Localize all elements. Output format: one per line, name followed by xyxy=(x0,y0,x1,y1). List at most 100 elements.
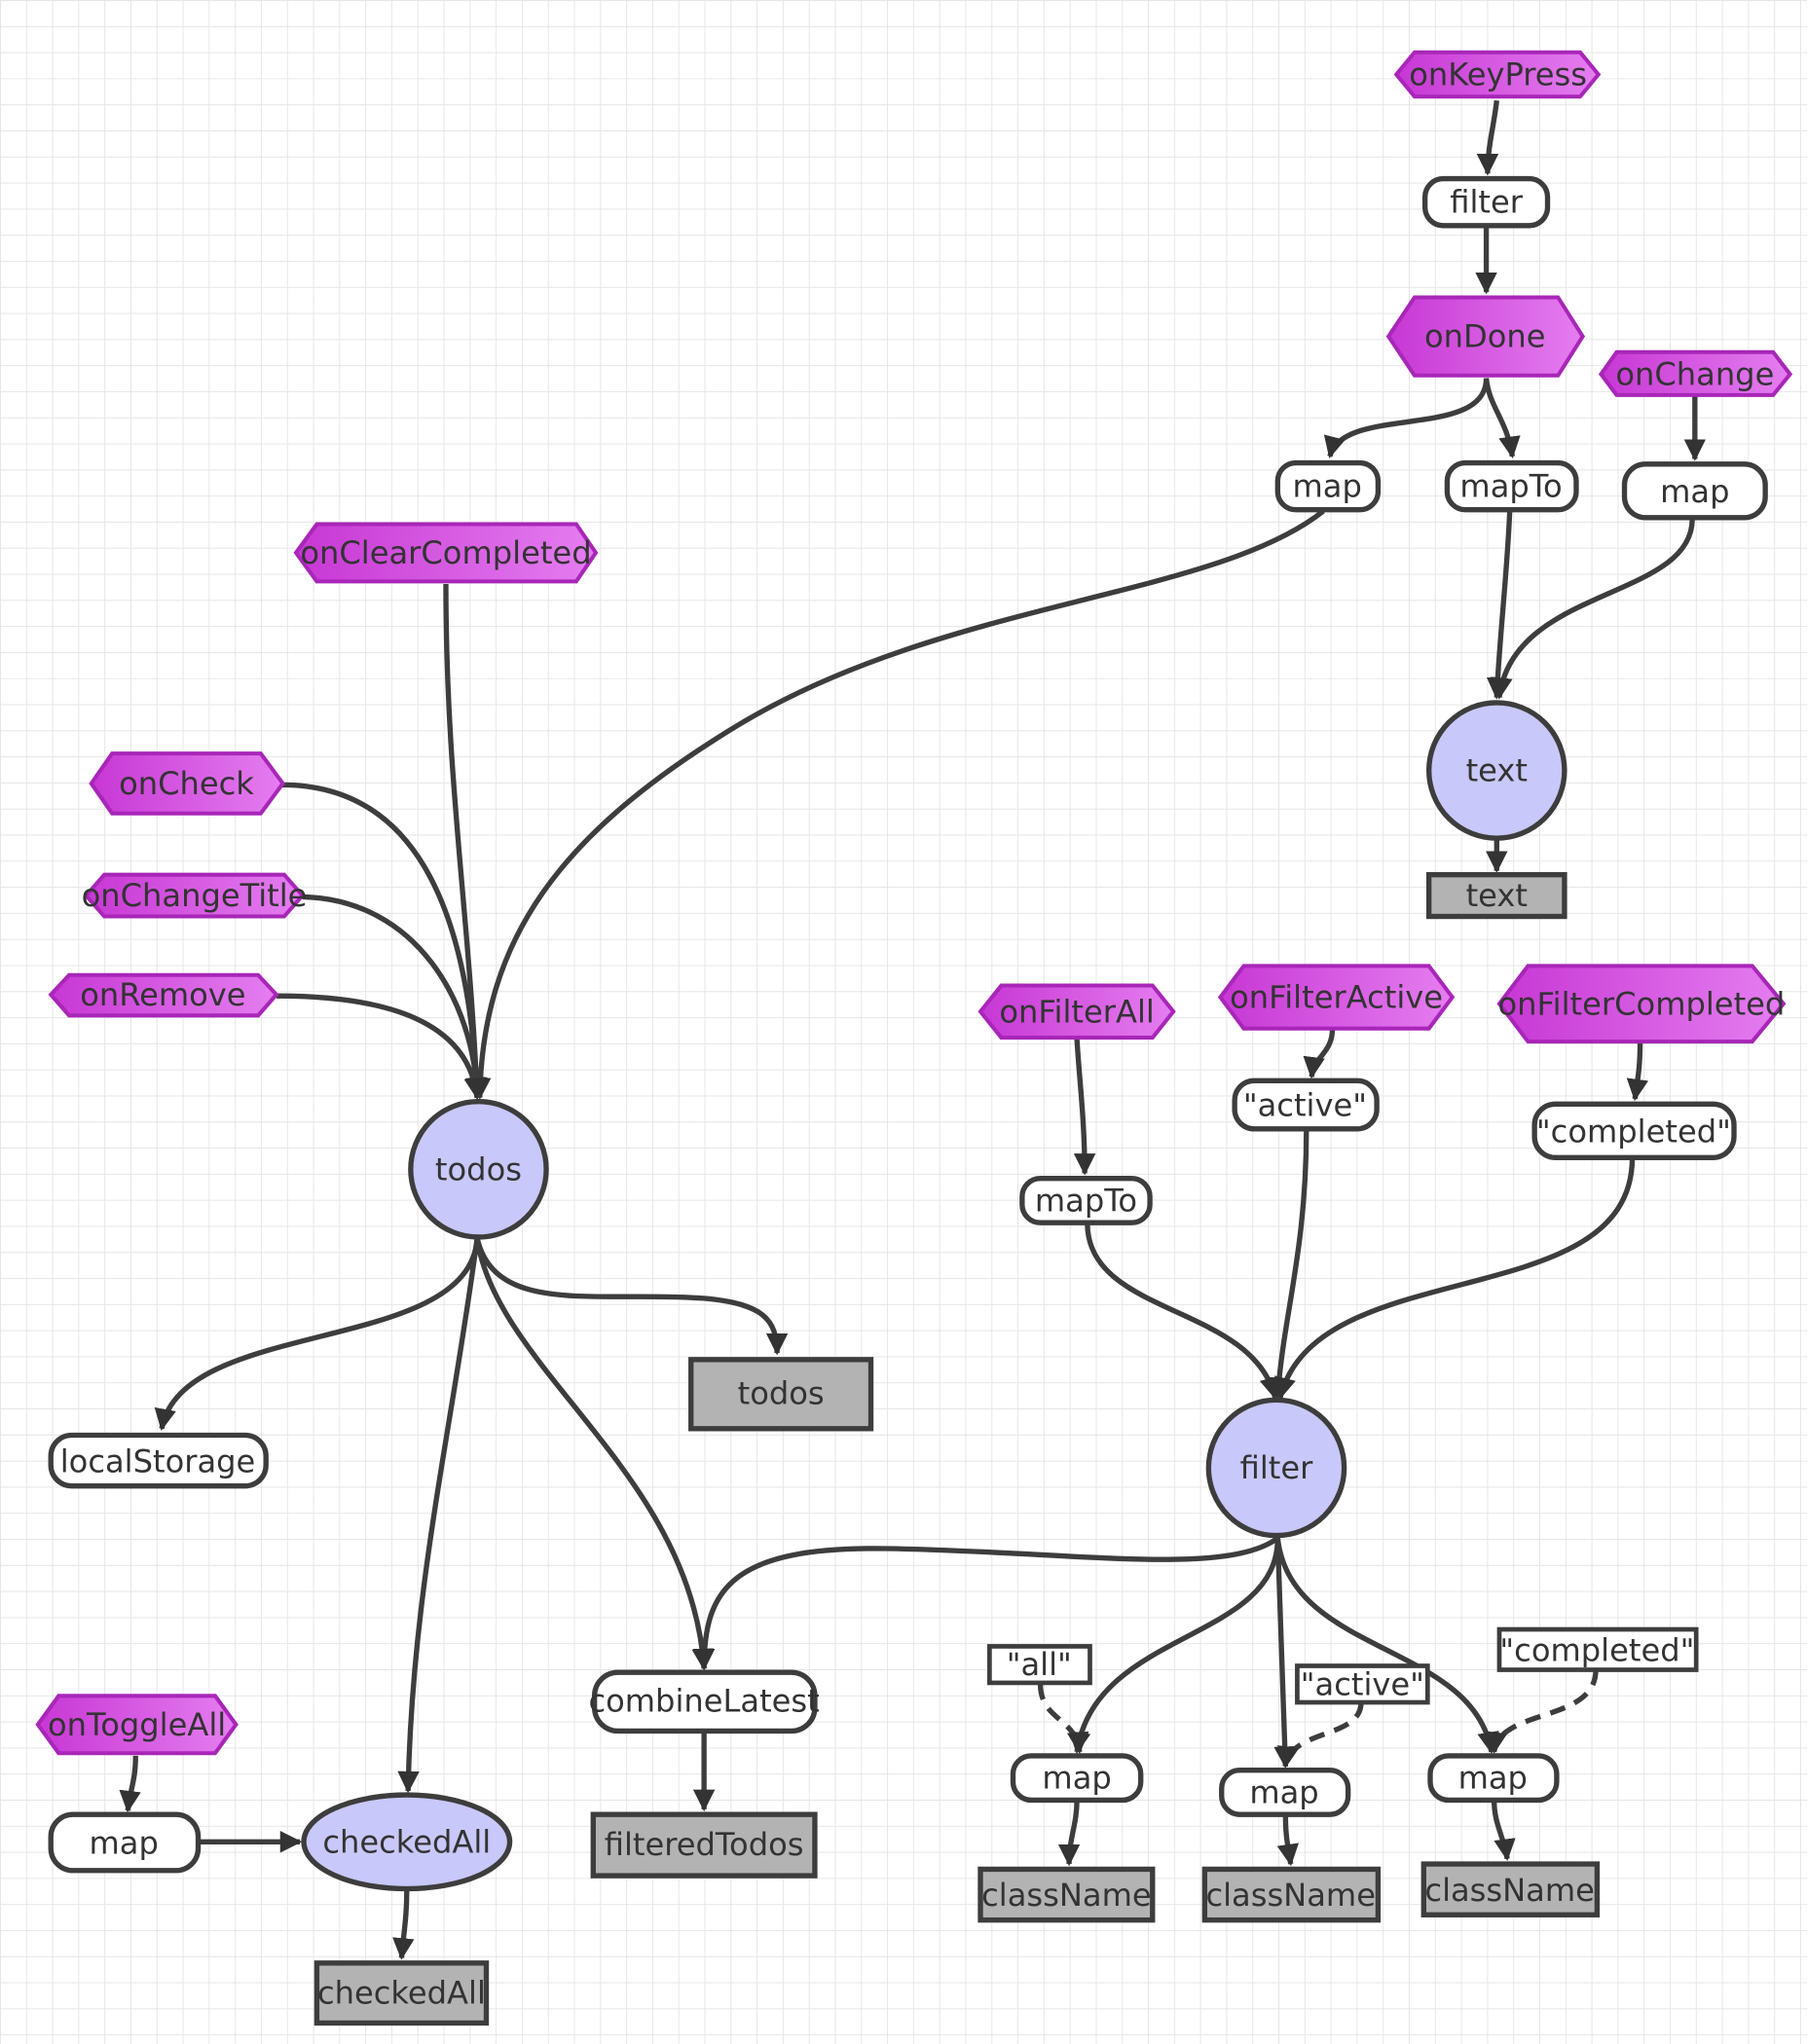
all-literal-label: "all" xyxy=(1007,1646,1072,1683)
edge-onchangetitle-todos xyxy=(302,894,488,1100)
classname-completed-label: className xyxy=(1424,1872,1595,1909)
active-literal-label: "active" xyxy=(1301,1665,1424,1702)
active-constant-label: "active" xyxy=(1243,1087,1367,1124)
combinelatest-label: combineLatest xyxy=(588,1683,819,1720)
onkeypress-label: onKeyPress xyxy=(1409,55,1587,92)
active-literal: "active" xyxy=(1295,1663,1430,1705)
text-state-label: text xyxy=(1466,752,1528,789)
onfilteractive-event: onFilterActive xyxy=(1217,964,1456,1031)
filter-state-label: filter xyxy=(1240,1449,1314,1486)
todos-sink: todos xyxy=(688,1357,874,1432)
edge-todos-todos-sink xyxy=(474,1237,789,1356)
ondone-event: onDone xyxy=(1385,295,1586,378)
classname-all-sink: className xyxy=(977,1866,1156,1923)
edge-active-map xyxy=(1277,1701,1364,1769)
onfiltercompleted-label: onFilterCompleted xyxy=(1498,985,1786,1022)
edge-onfilteractive-active xyxy=(1303,1028,1336,1079)
edge-onremove-todos xyxy=(276,993,486,1100)
onfilterall-label: onFilterAll xyxy=(999,993,1154,1030)
completed-literal-label: "completed" xyxy=(1499,1631,1694,1668)
edge-ontoggleall-map xyxy=(119,1755,141,1813)
sink-nodes: text todos filteredTodos className class… xyxy=(313,872,1601,2026)
edge-filter-combinelatest xyxy=(692,1536,1279,1671)
mapto-filterall-operator: mapTo xyxy=(1019,1176,1153,1225)
todos-state-label: todos xyxy=(435,1150,522,1187)
onremove-event: onRemove xyxy=(48,972,279,1018)
map-active-label: map xyxy=(1249,1773,1318,1810)
all-literal: "all" xyxy=(987,1644,1092,1686)
edge-active-filter xyxy=(1268,1130,1309,1400)
edge-onkeypress-filter xyxy=(1476,99,1499,176)
ontoggleall-event: onToggleAll xyxy=(35,1694,239,1756)
checkedall-sink-label: checkedAll xyxy=(317,1975,486,2012)
map-toggleall-label: map xyxy=(90,1825,159,1862)
map-completed-operator: map xyxy=(1427,1753,1560,1804)
state-nodes: text todos filter checkedAll xyxy=(301,700,1567,1892)
filteredtodos-label: filteredTodos xyxy=(605,1826,804,1863)
edge-map-text xyxy=(1491,519,1695,700)
edge-filter-map-all xyxy=(1068,1538,1281,1755)
onchange-label: onChange xyxy=(1615,355,1774,392)
edge-map-classname-all xyxy=(1057,1800,1081,1867)
onfilteractive-label: onFilterActive xyxy=(1230,979,1443,1016)
localstorage-node: localStorage xyxy=(48,1432,269,1489)
filter-operator: filter xyxy=(1421,175,1551,229)
onremove-label: onRemove xyxy=(80,976,245,1013)
classname-all-label: className xyxy=(981,1877,1152,1914)
checkedall-sink: checkedAll xyxy=(313,1960,490,2026)
map-onchange-operator: map xyxy=(1621,461,1768,521)
map-onchange-label: map xyxy=(1660,473,1729,510)
checkedall-state: checkedAll xyxy=(301,1792,513,1892)
edge-todos-combinelatest xyxy=(474,1237,714,1671)
map-active-operator: map xyxy=(1219,1767,1351,1817)
mapto-ondone-operator: mapTo xyxy=(1444,459,1579,513)
edge-todos-localstorage xyxy=(154,1238,480,1432)
edge-ondone-mapto xyxy=(1483,378,1521,459)
edge-onfilterall-mapto xyxy=(1073,1039,1096,1176)
onchangetitle-label: onChangeTitle xyxy=(82,877,308,914)
mapto-ondone-label: mapTo xyxy=(1459,468,1562,505)
edge-checkedall-sink xyxy=(392,1889,415,1960)
map-all-operator: map xyxy=(1010,1753,1144,1804)
text-sink: text xyxy=(1425,872,1567,920)
todos-state: todos xyxy=(408,1099,549,1240)
oncheck-label: onCheck xyxy=(119,765,254,802)
event-nodes: onKeyPress onDone onChange onClearComple… xyxy=(35,50,1793,1756)
filter-state: filter xyxy=(1205,1397,1347,1539)
oncheck-event: onCheck xyxy=(89,751,286,816)
edge-all-map xyxy=(1037,1684,1089,1755)
map-all-label: map xyxy=(1042,1760,1111,1797)
onfilterall-event: onFilterAll xyxy=(977,983,1176,1040)
ondone-label: onDone xyxy=(1424,318,1546,355)
completed-constant: "completed" xyxy=(1531,1101,1737,1160)
edges xyxy=(119,99,1707,1960)
map-completed-label: map xyxy=(1458,1760,1528,1797)
onkeypress-event: onKeyPress xyxy=(1393,50,1602,99)
edge-ondone-map xyxy=(1323,378,1490,459)
edge-completed-map xyxy=(1485,1669,1599,1755)
edge-onfiltercompleted-completed xyxy=(1626,1041,1649,1102)
edge-map-todos xyxy=(468,508,1325,1100)
classname-completed-sink: className xyxy=(1420,1861,1601,1917)
edge-filter-map-completed xyxy=(1274,1537,1499,1755)
edge-todos-checkedall xyxy=(397,1237,480,1794)
localstorage-label: localStorage xyxy=(60,1442,256,1479)
text-sink-label: text xyxy=(1466,877,1528,914)
edge-mapto-text xyxy=(1486,510,1513,700)
edge-mapto-filter xyxy=(1085,1223,1281,1400)
operator-nodes: filter map mapTo map mapTo "active" "com… xyxy=(48,175,1768,1874)
filter-operator-label: filter xyxy=(1450,184,1524,221)
todos-sink-label: todos xyxy=(738,1375,825,1412)
combinelatest-operator: combineLatest xyxy=(588,1669,820,1734)
classname-active-sink: className xyxy=(1201,1866,1382,1923)
map-ondone-operator: map xyxy=(1274,459,1382,513)
filteredtodos-sink: filteredTodos xyxy=(590,1811,818,1879)
classname-active-label: className xyxy=(1205,1877,1376,1914)
completed-literal: "completed" xyxy=(1496,1626,1699,1672)
onchangetitle-event: onChangeTitle xyxy=(82,872,308,919)
checkedall-state-label: checkedAll xyxy=(322,1823,491,1860)
onclearcompleted-label: onClearCompleted xyxy=(300,534,591,571)
mapto-filterall-label: mapTo xyxy=(1035,1182,1137,1219)
edge-map-classname-active xyxy=(1276,1815,1299,1867)
